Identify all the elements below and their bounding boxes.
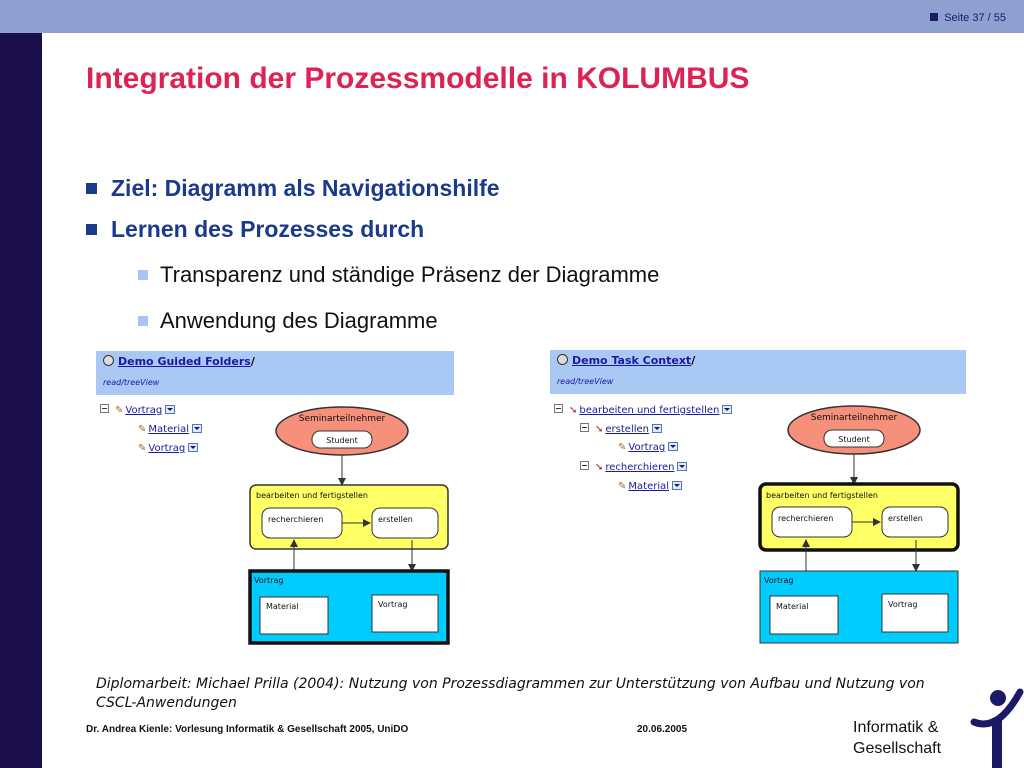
role-label: Student [326, 436, 358, 445]
process-diagram: Seminarteilnehmer Student bearbeiten und… [758, 405, 960, 644]
header-subpath: read/treeView [557, 377, 614, 386]
slide-title: Integration der Prozessmodelle in KOLUMB… [86, 62, 750, 95]
dropdown-icon[interactable] [165, 405, 176, 414]
actor-label: Seminarteilnehmer [299, 414, 386, 424]
tree-item[interactable]: ✎Vortrag [138, 443, 199, 454]
tree-item[interactable]: ✎Vortrag [618, 442, 679, 453]
tree-item[interactable]: ✎Material [138, 424, 203, 435]
square-bullet-icon [86, 183, 97, 194]
citation-note: Diplomarbeit: Michael Prilla (2004): Nut… [96, 676, 925, 711]
step-erstellen [881, 506, 949, 538]
collapse-icon[interactable] [100, 404, 109, 413]
top-bar: Seite 37 / 55 [0, 0, 1024, 33]
process-diagram: Seminarteilnehmer Student bearbeiten und… [248, 406, 450, 645]
collapse-icon[interactable] [580, 423, 589, 432]
square-bullet-icon [138, 270, 148, 280]
sub-bullet-item: Transparenz und ständige Präsenz der Dia… [138, 262, 659, 288]
folder-hand-icon: ✎ [618, 481, 627, 492]
artifact-group-label: Vortrag [764, 576, 793, 585]
process-label: bearbeiten und fertigstellen [256, 491, 368, 500]
role-box [311, 430, 373, 449]
svg-text:erstellen: erstellen [888, 514, 923, 523]
dropdown-icon[interactable] [188, 443, 199, 452]
square-bullet-icon [138, 316, 148, 326]
screenshot-header: Demo Task Context/ read/treeView [550, 350, 966, 394]
collapse-icon[interactable] [554, 404, 563, 413]
process-label: bearbeiten und fertigstellen [766, 491, 878, 500]
bullet-item: Lernen des Prozesses durch [86, 216, 424, 243]
left-sidebar [0, 33, 42, 768]
role-box [823, 429, 885, 448]
screenshot-header: Demo Guided Folders/ read/treeView [96, 351, 454, 395]
dropdown-icon[interactable] [722, 405, 733, 414]
folder-hand-icon: ✎ [138, 424, 147, 435]
square-bullet-icon [930, 13, 939, 21]
folder-hand-icon: ✎ [115, 405, 124, 416]
logo-icon [970, 688, 1024, 768]
tree-item[interactable]: ✎Material [618, 481, 683, 492]
dropdown-icon[interactable] [672, 481, 683, 490]
task-icon: ➘ [595, 462, 604, 473]
step-erstellen [371, 507, 439, 539]
magnifier-icon [103, 355, 114, 366]
artifact-vortrag [371, 594, 439, 633]
header-link[interactable]: Demo Task Context [572, 354, 692, 367]
screenshot-task-context: Demo Task Context/ read/treeView ➘bearbe… [550, 350, 966, 646]
tree-item[interactable]: ✎Vortrag [100, 404, 176, 416]
tree-item[interactable]: ➘recherchieren [580, 461, 688, 473]
square-bullet-icon [86, 224, 97, 235]
tree-item[interactable]: ➘erstellen [580, 423, 662, 435]
dropdown-icon[interactable] [668, 442, 679, 451]
header-subpath: read/treeView [103, 378, 160, 387]
footer-author: Dr. Andrea Kienle: Vorlesung Informatik … [86, 724, 409, 735]
tree-item[interactable]: ➘bearbeiten und fertigstellen [554, 404, 733, 416]
svg-text:Material: Material [266, 602, 299, 611]
artifact-group-label: Vortrag [254, 576, 283, 585]
task-icon: ➘ [569, 405, 578, 416]
magnifier-icon [557, 354, 568, 365]
dropdown-icon[interactable] [677, 462, 688, 471]
svg-text:erstellen: erstellen [378, 515, 413, 524]
svg-text:Material: Material [776, 602, 809, 611]
bullet-item: Ziel: Diagramm als Navigationshilfe [86, 175, 500, 202]
svg-text:recherchieren: recherchieren [268, 515, 323, 524]
dropdown-icon[interactable] [192, 424, 203, 433]
artifact-material [769, 595, 839, 635]
actor-label: Seminarteilnehmer [811, 413, 898, 423]
task-icon: ➘ [595, 424, 604, 435]
folder-hand-icon: ✎ [138, 443, 147, 454]
brand-text: Informatik & Gesellschaft [853, 719, 942, 757]
sub-bullet-item: Anwendung des Diagramme [138, 308, 438, 334]
screenshot-guided-folders: Demo Guided Folders/ read/treeView ✎Vort… [96, 351, 454, 646]
svg-text:Vortrag: Vortrag [888, 600, 917, 609]
header-link[interactable]: Demo Guided Folders [118, 355, 251, 368]
svg-text:recherchieren: recherchieren [778, 514, 833, 523]
role-label: Student [838, 435, 870, 444]
dropdown-icon[interactable] [651, 424, 662, 433]
folder-hand-icon: ✎ [618, 442, 627, 453]
artifact-material [259, 596, 329, 635]
page-number: Seite 37 / 55 [930, 12, 1006, 24]
artifact-vortrag [881, 593, 949, 633]
svg-text:Vortrag: Vortrag [378, 600, 407, 609]
collapse-icon[interactable] [580, 461, 589, 470]
footer-date: 20.06.2005 [637, 724, 688, 735]
